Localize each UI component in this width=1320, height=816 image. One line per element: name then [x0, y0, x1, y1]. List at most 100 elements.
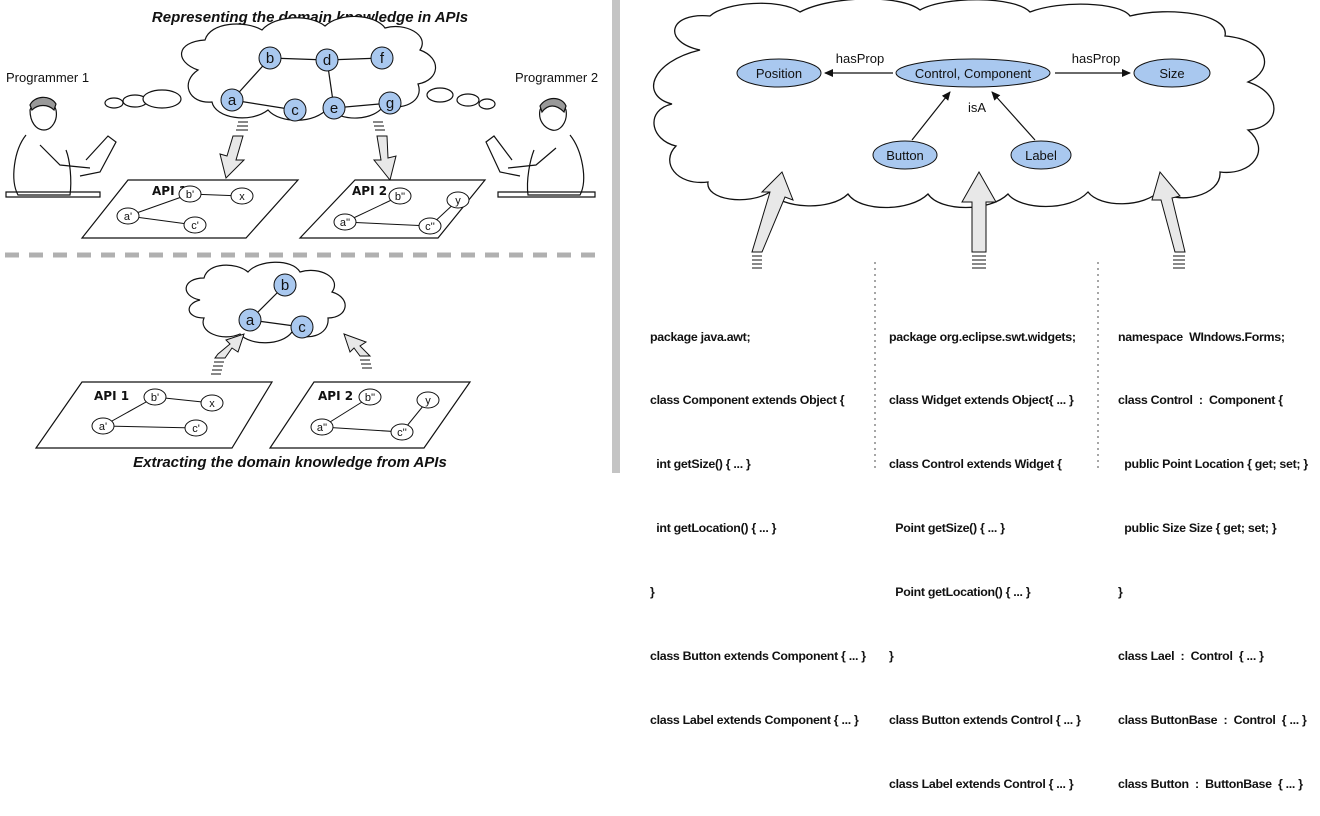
node-position: Position [736, 58, 822, 88]
node-size: Size [1133, 58, 1211, 88]
bottom-node-b: b [273, 273, 297, 297]
programmer-1-label: Programmer 1 [6, 70, 89, 85]
programmer-2-figure [485, 97, 596, 198]
code-line: } [1118, 585, 1123, 600]
code-line: package org.eclipse.swt.widgets; [889, 329, 1076, 344]
programmer-1-figure [5, 96, 117, 198]
programmer-2-label: Programmer 2 [515, 70, 598, 85]
code-line: int getSize() { ... } [650, 457, 751, 472]
vertical-divider [612, 0, 620, 473]
code-line: class Button extends Control { ... } [889, 712, 1081, 727]
svg-text:a: a [246, 312, 255, 329]
code-line: class ButtonBase : Control { ... } [1118, 712, 1307, 727]
svg-text:API 2: API 2 [352, 184, 387, 198]
svg-text:Control, Component: Control, Component [915, 66, 1032, 81]
svg-text:y: y [455, 195, 461, 207]
node-c: c [283, 98, 307, 122]
bottom-title: Extracting the domain knowledge from API… [133, 454, 447, 471]
svg-text:Button: Button [886, 148, 924, 163]
node-a: a [220, 88, 244, 112]
code-line: class Lael : Control { ... } [1118, 649, 1264, 664]
edge-isa-button [911, 91, 951, 141]
svg-text:API 1: API 1 [152, 184, 187, 198]
node-label: Label [1010, 140, 1072, 170]
svg-text:b: b [266, 50, 274, 67]
node-f: f [370, 46, 394, 70]
code-line: class Control : Component { [1118, 393, 1283, 408]
node-e: e [322, 96, 346, 120]
code-line: class Label extends Component { ... } [650, 712, 859, 727]
arrow-down-api2 [372, 121, 397, 182]
svg-text:API 1: API 1 [94, 389, 129, 403]
code-line: class Component extends Object { [650, 393, 845, 408]
svg-text:a': a' [99, 421, 107, 433]
node-g: g [378, 91, 402, 115]
svg-text:b: b [281, 277, 289, 294]
thought-bubbles-left [104, 89, 182, 109]
svg-text:c': c' [191, 220, 199, 232]
code-line: Point getSize() { ... } [889, 521, 1005, 536]
label-hasprop-right: hasProp [1072, 51, 1120, 66]
top-graph-nodes: a b c d e f g [220, 46, 402, 122]
svg-text:b': b' [186, 189, 194, 201]
code-line: Point getLocation() { ... } [889, 585, 1031, 600]
svg-text:x: x [209, 398, 215, 410]
arrow-down-api1 [219, 121, 248, 179]
svg-text:b'': b'' [395, 191, 405, 203]
svg-text:a'': a'' [340, 217, 350, 229]
top-api1-box: API 1 b' x a' c' [80, 179, 300, 239]
svg-text:d: d [323, 52, 331, 69]
bottom-cloud [185, 261, 346, 344]
code-block-swt: package org.eclipse.swt.widgets; class W… [889, 284, 1081, 816]
bottom-node-c: c [290, 315, 314, 339]
svg-text:c'': c'' [397, 427, 407, 439]
code-line: class Label extends Control { ... } [889, 776, 1074, 791]
top-title: Representing the domain knowledge in API… [152, 9, 468, 26]
svg-text:c: c [291, 102, 299, 119]
bottom-graph-nodes: a b c [238, 273, 314, 339]
svg-text:c: c [298, 319, 306, 336]
bottom-api2-box: API 2 b'' y a'' c'' [268, 381, 472, 449]
code-line: class Button : ButtonBase { ... } [1118, 776, 1303, 791]
svg-text:f: f [380, 50, 385, 67]
top-api2-box: API 2 b'' y a'' c'' [298, 179, 487, 239]
code-line: namespace WIndows.Forms; [1118, 329, 1285, 344]
code-line: class Widget extends Object{ ... } [889, 393, 1074, 408]
label-hasprop-left: hasProp [836, 51, 884, 66]
edge-isa-label [991, 91, 1036, 141]
svg-text:a'': a'' [317, 422, 327, 434]
code-line: package java.awt; [650, 329, 751, 344]
node-control-component: Control, Component [895, 58, 1051, 88]
diagram-canvas: Representing the domain knowledge in API… [5, 0, 1275, 473]
right-cloud [653, 0, 1275, 209]
svg-text:y: y [425, 395, 431, 407]
bottom-api1-box: API 1 b' x a' c' [34, 381, 274, 449]
svg-text:e: e [330, 100, 338, 117]
code-line: } [889, 649, 894, 664]
arrow-up-winforms [1151, 170, 1186, 269]
arrow-up-api1 [211, 333, 245, 375]
svg-text:c': c' [192, 423, 200, 435]
svg-text:b'': b'' [365, 392, 375, 404]
bottom-node-a: a [238, 308, 262, 332]
code-line: public Size Size { get; set; } [1118, 521, 1277, 536]
code-line: class Button extends Component { ... } [650, 649, 866, 664]
node-d: d [315, 48, 339, 72]
svg-text:Position: Position [756, 66, 802, 81]
node-b: b [258, 46, 282, 70]
code-line: class Control extends Widget { [889, 457, 1062, 472]
arrow-up-api2 [343, 333, 372, 369]
thought-bubbles-right [426, 87, 496, 110]
code-line: } [650, 585, 655, 600]
svg-text:x: x [239, 191, 245, 203]
top-cloud [180, 15, 437, 121]
code-block-winforms: namespace WIndows.Forms; class Control :… [1118, 284, 1308, 816]
label-isa: isA [968, 100, 986, 115]
code-line: public Point Location { get; set; } [1118, 457, 1308, 472]
svg-text:Label: Label [1025, 148, 1057, 163]
code-block-java-awt: package java.awt; class Component extend… [650, 284, 866, 753]
svg-text:a': a' [124, 211, 132, 223]
svg-text:Size: Size [1159, 66, 1184, 81]
svg-text:c'': c'' [425, 221, 435, 233]
svg-text:g: g [386, 95, 394, 112]
